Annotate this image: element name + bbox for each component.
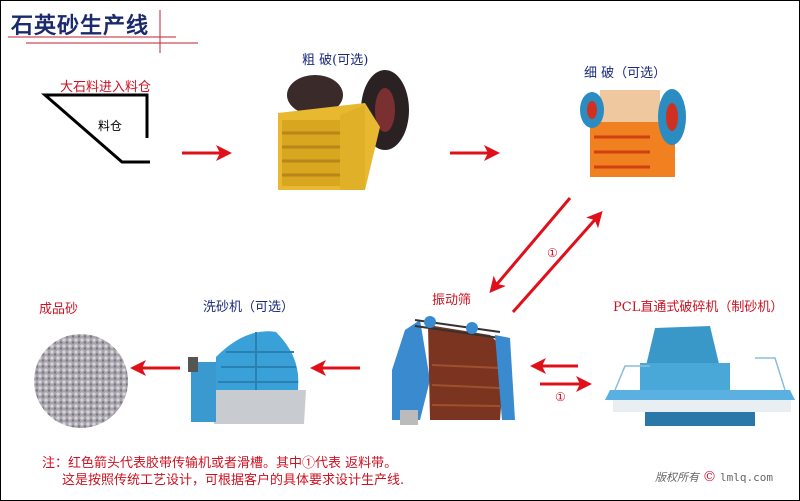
jaw-crusher-fine-icon xyxy=(580,89,686,177)
hopper-inner-label: 料仓 xyxy=(98,119,123,133)
sand-washer-icon xyxy=(188,331,306,424)
fine-crusher-label: 细 破（可选） xyxy=(584,66,667,81)
page-title: 石英砂生产线 xyxy=(11,14,150,39)
copyright-site: lmlq.com xyxy=(720,471,773,484)
sand-maker-icon xyxy=(605,326,795,426)
copyright: 版权所有 © lmlq.com xyxy=(655,469,773,485)
finished-sand-label: 成品砂 xyxy=(39,302,79,317)
return-marker-2: ① xyxy=(555,390,566,404)
sand-maker-label: PCL直通式破碎机（制砂机） xyxy=(613,300,784,315)
sand-pile-icon xyxy=(34,334,128,428)
vibrating-screen-icon xyxy=(392,316,515,425)
return-marker-1: ① xyxy=(547,246,558,260)
copyright-text: 版权所有 xyxy=(655,471,699,484)
sand-washer-label: 洗砂机（可选） xyxy=(203,300,295,315)
title-underline xyxy=(8,10,198,53)
coarse-crusher-label: 粗 破(可选) xyxy=(302,53,369,68)
note-line-1: 注：红色箭头代表胶带传输机或者滑槽。其中①代表 返料带。 xyxy=(42,456,398,471)
hopper-icon xyxy=(40,93,150,164)
hopper-label: 大石料进入料仓 xyxy=(60,80,152,95)
copyright-symbol: © xyxy=(702,469,717,485)
vibrating-screen-label: 振动筛 xyxy=(432,293,472,308)
legend-note: 注：红色箭头代表胶带传输机或者滑槽。其中①代表 返料带。 这是按照传统工艺设计，… xyxy=(42,455,404,489)
note-line-2: 这是按照传统工艺设计，可根据客户的具体要求设计生产线. xyxy=(62,473,405,488)
jaw-crusher-coarse-icon xyxy=(278,70,409,190)
